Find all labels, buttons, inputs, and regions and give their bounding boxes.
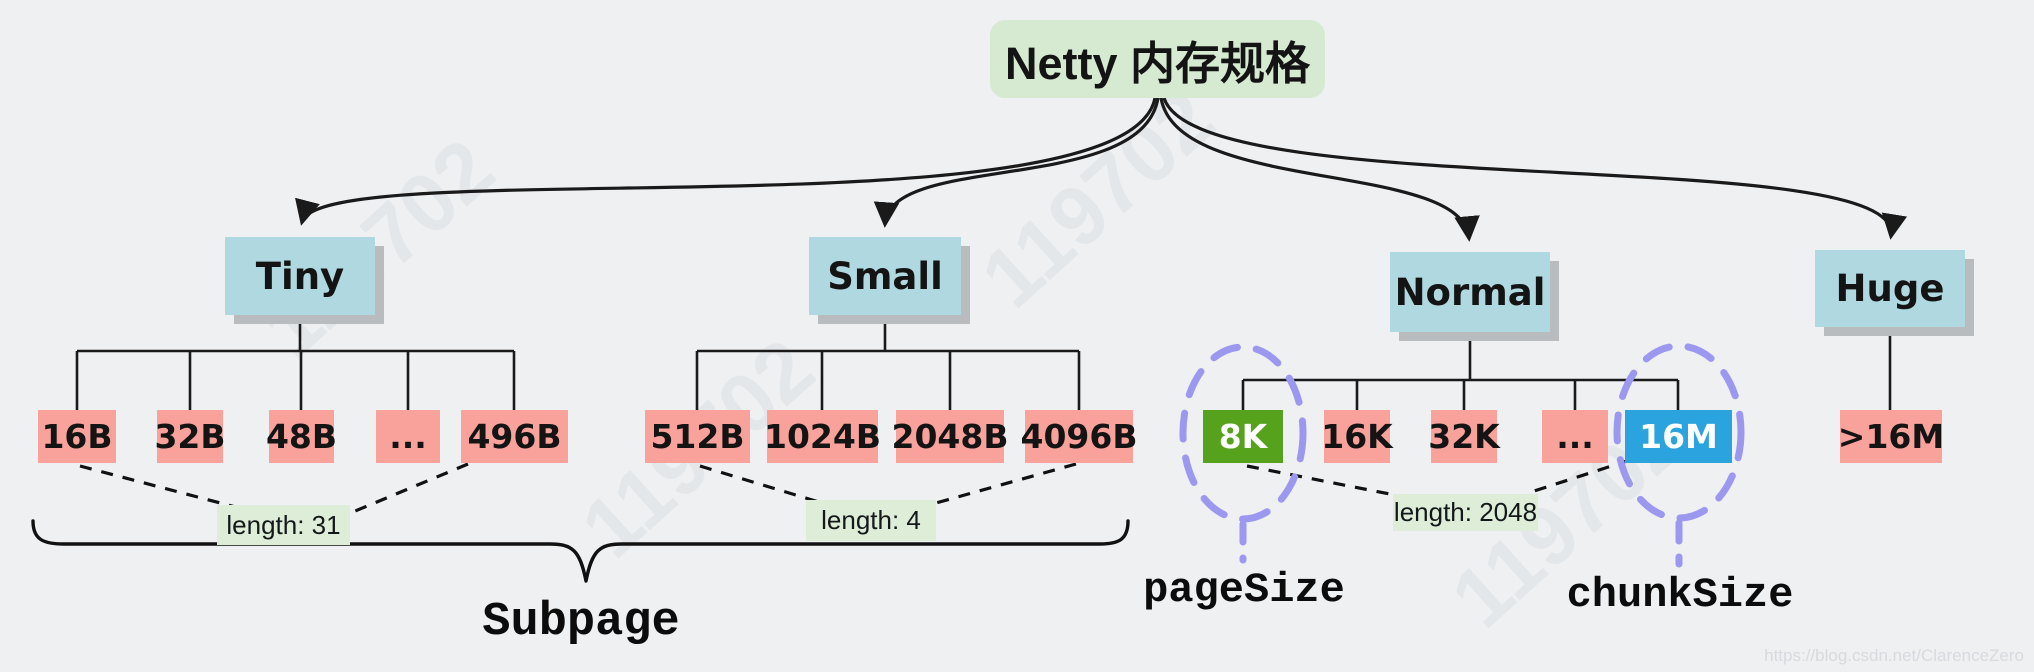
category-node-normal: Normal [1390, 252, 1550, 332]
csdn-url-watermark: https://blog.csdn.net/ClarenceZero [1764, 646, 2024, 665]
page-size-ellipse [1179, 343, 1307, 523]
leaf-node-32k: 32K [1428, 410, 1500, 463]
category-node-tiny: Tiny [225, 237, 375, 315]
arrow-root-to-normal [1159, 97, 1480, 242]
arrow-root-to-small [873, 97, 1160, 228]
leaf-node-gt16m: >16M [1838, 410, 1944, 463]
leaf-node-1024b: 1024B [764, 410, 881, 463]
leaf-node-8k: 8K [1203, 410, 1283, 463]
leaf-node-16m: 16M [1625, 410, 1732, 463]
leaf-node-normal-ellipsis: ... [1542, 410, 1608, 463]
length-label-tiny: length: 31 [217, 505, 350, 545]
small-connector [695, 315, 1081, 410]
tiny-length-leader-right [347, 462, 469, 516]
arrow-root-to-tiny [295, 97, 1157, 226]
page-size-label: pageSize [1143, 566, 1345, 614]
normal-length-leader-right [1527, 458, 1631, 495]
length-label-small: length: 4 [806, 500, 936, 541]
leaf-node-2048b: 2048B [892, 410, 1009, 463]
leaf-node-32b: 32B [154, 410, 226, 463]
leaf-node-48b: 48B [266, 410, 337, 463]
leaf-node-4096b: 4096B [1021, 410, 1138, 463]
small-length-leader-left [699, 464, 843, 511]
length-label-normal: length: 2048 [1393, 494, 1538, 531]
subpage-label: Subpage [482, 596, 680, 649]
root-node-netty-memory-spec: Netty 内存规格 [990, 20, 1325, 98]
normal-connector [1241, 332, 1680, 410]
subpage-brace [31, 519, 1130, 583]
leaf-node-16b: 16B [38, 410, 116, 463]
leaf-node-tiny-ellipsis: ... [376, 410, 440, 463]
arrow-root-to-huge [1162, 97, 1907, 240]
leaf-node-496b: 496B [461, 410, 568, 463]
category-node-huge: Huge [1815, 250, 1965, 327]
chunk-size-ellipse [1613, 342, 1745, 522]
leaf-node-16k: 16K [1321, 410, 1393, 463]
tiny-connector [75, 315, 516, 410]
chunk-size-label: chunkSize [1566, 571, 1794, 619]
leaf-node-512b: 512B [645, 410, 750, 463]
normal-length-leader-left [1246, 464, 1411, 500]
small-length-leader-right [917, 462, 1077, 510]
category-node-small: Small [809, 237, 961, 315]
